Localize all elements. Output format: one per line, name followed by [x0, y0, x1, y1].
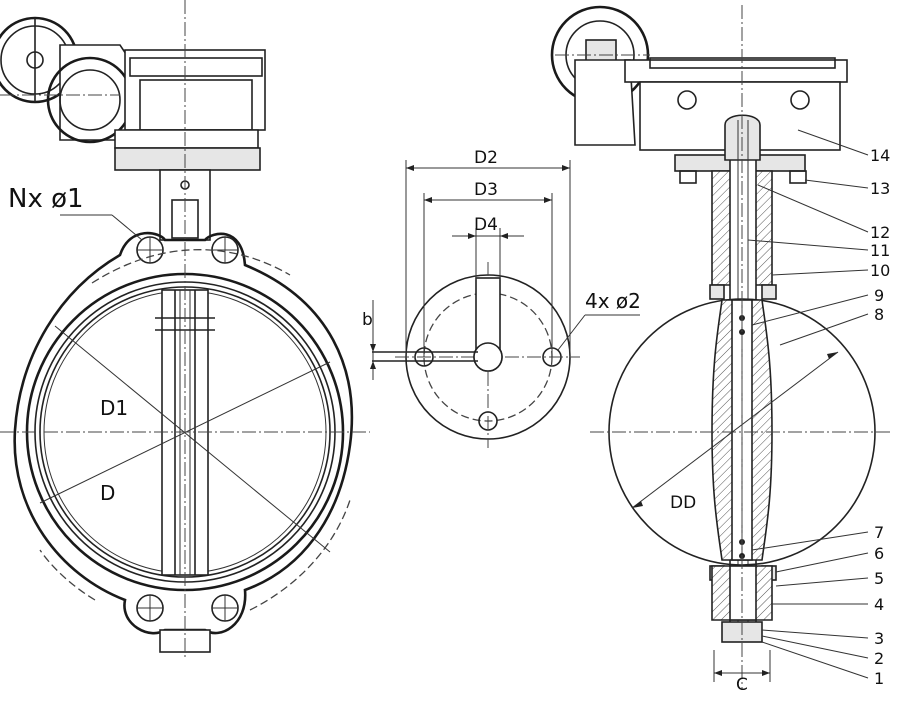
section-view [550, 5, 890, 690]
part-number: 4 [874, 595, 884, 614]
front-view [0, 0, 370, 660]
label-c: C [736, 675, 748, 695]
part-number: 10 [870, 261, 890, 280]
label-d: D [100, 481, 115, 505]
part-number: 8 [874, 305, 884, 324]
part-number: 6 [874, 544, 884, 563]
label-d4: D4 [474, 215, 498, 235]
part-number: 13 [870, 179, 890, 198]
label-d2: D2 [474, 148, 498, 168]
part-number: 14 [870, 146, 890, 165]
part-number: 1 [874, 669, 884, 688]
label-b: b [362, 310, 373, 330]
part-number: 3 [874, 629, 884, 648]
part-number: 7 [874, 523, 884, 542]
part-numbers: 1 2 3 4 5 6 7 8 9 10 11 12 13 14 [870, 146, 890, 688]
label-4x-holes: 4x ø2 [585, 289, 641, 313]
label-n-holes: Nx ø1 [8, 184, 84, 214]
label-d1: D1 [100, 396, 128, 420]
part-number: 11 [870, 241, 890, 260]
label-d3: D3 [474, 180, 498, 200]
label-dd: DD [670, 493, 696, 513]
flange-view [370, 160, 640, 448]
part-number: 9 [874, 286, 884, 305]
part-number: 2 [874, 649, 884, 668]
part-number: 5 [874, 569, 884, 588]
part-number: 12 [870, 223, 890, 242]
